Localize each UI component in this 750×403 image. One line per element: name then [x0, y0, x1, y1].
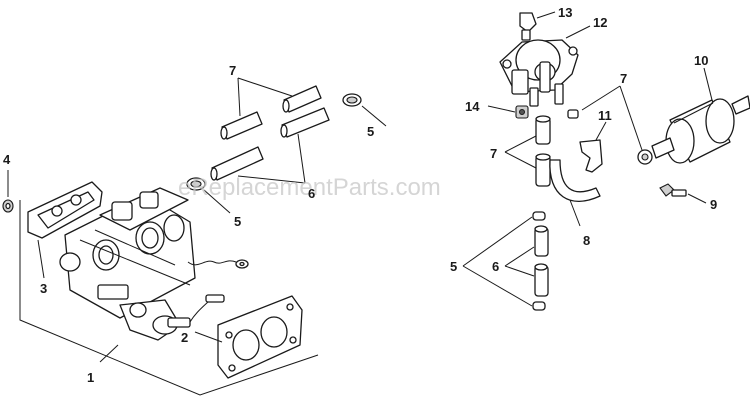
part-1-carburetor[interactable] — [59, 187, 196, 341]
part-8-hose[interactable] — [549, 159, 601, 202]
part-6-hose-right-upper[interactable] — [534, 225, 549, 257]
left-callout-leaders — [7, 77, 387, 363]
part-5-clamp-right-lower[interactable] — [532, 301, 546, 311]
part-6-hose-right-lower[interactable] — [534, 263, 549, 297]
part-3-gasket[interactable] — [27, 181, 103, 239]
ground-wire[interactable] — [187, 259, 249, 269]
callout-7-right: 7 — [490, 146, 497, 161]
part-7-hose-right-lower[interactable] — [535, 153, 551, 187]
part-7-hose-upper-right[interactable] — [282, 85, 322, 113]
callout-6-right: 6 — [492, 259, 499, 274]
part-5-clamp-upper[interactable] — [342, 93, 362, 107]
part-11-clip[interactable] — [579, 139, 603, 173]
callout-5-upper-left: 5 — [367, 124, 374, 139]
callout-5-lower-left: 5 — [234, 214, 241, 229]
callout-labels: 7 4 5 5 6 3 2 1 13 12 10 7 14 11 7 9 8 5… — [3, 5, 717, 385]
callout-2: 2 — [181, 330, 188, 345]
right-callout-leaders — [462, 85, 643, 307]
part-7-clamp-small[interactable] — [567, 109, 579, 119]
part-12-fuel-pump[interactable] — [499, 25, 591, 107]
callout-5-right: 5 — [450, 259, 457, 274]
carburetor-assembly-outline — [19, 200, 319, 396]
callout-14: 14 — [465, 99, 480, 114]
callout-11: 11 — [598, 108, 612, 123]
part-7-hose-upper-left[interactable] — [220, 111, 263, 140]
callout-13: 13 — [558, 5, 572, 20]
callout-8: 8 — [583, 233, 590, 248]
callout-6-left: 6 — [308, 186, 315, 201]
watermark: eReplacementParts.com — [178, 174, 441, 201]
part-6-hose-lower-right[interactable] — [280, 107, 330, 138]
callout-12: 12 — [593, 15, 607, 30]
part-9-screw[interactable] — [659, 183, 707, 204]
part-5-clamp-lower[interactable] — [186, 177, 206, 191]
callout-10: 10 — [694, 53, 708, 68]
part-10-fuel-filter[interactable] — [651, 67, 750, 164]
callout-3: 3 — [40, 281, 47, 296]
part-4-nut[interactable] — [2, 199, 14, 213]
part-7-washer[interactable] — [637, 149, 653, 165]
callout-9: 9 — [710, 197, 717, 212]
part-6-hose-lower-left[interactable] — [210, 146, 264, 181]
part-13-fitting[interactable] — [519, 11, 556, 41]
part-7-hose-right-upper[interactable] — [535, 115, 551, 145]
callout-7-right-top: 7 — [620, 71, 627, 86]
callout-1: 1 — [87, 370, 94, 385]
solenoid-wire[interactable] — [189, 294, 225, 323]
part-5-clamp-right-upper[interactable] — [532, 211, 546, 221]
part-2-gasket[interactable] — [217, 295, 303, 379]
part-14-nut[interactable] — [487, 105, 529, 119]
callout-7-left: 7 — [229, 63, 236, 78]
callout-4: 4 — [3, 152, 11, 167]
